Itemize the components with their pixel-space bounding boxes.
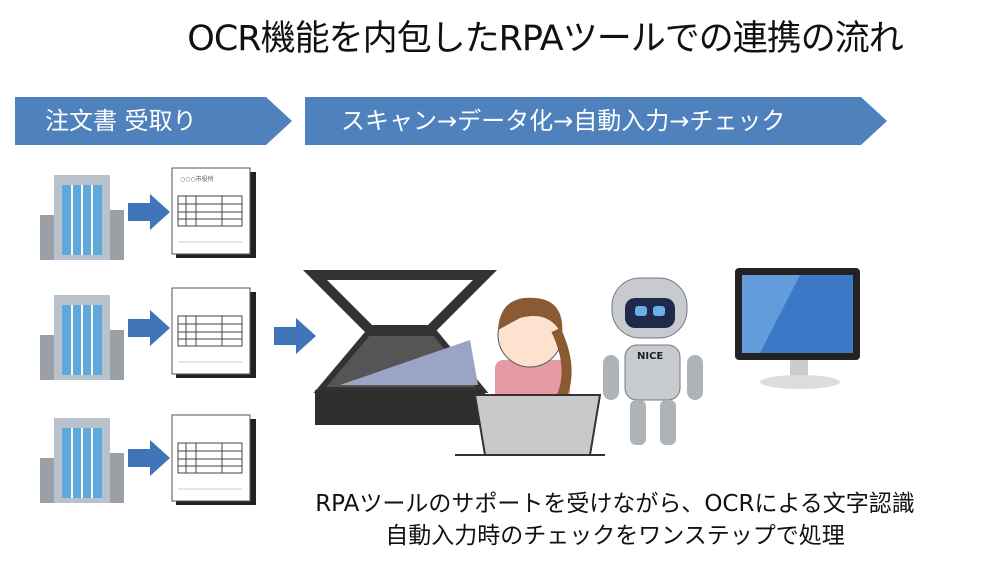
arrow-icon (128, 194, 170, 230)
company-row-1 (39, 167, 257, 261)
building-icon (39, 417, 125, 504)
step-scan-process: スキャン→データ化→自動入力→チェック (305, 97, 887, 145)
step-receive-orders: 注文書 受取り (15, 97, 292, 145)
robot-icon (603, 277, 703, 445)
arrow-icon (128, 310, 170, 346)
building-icon (39, 174, 125, 261)
scanner-icon (302, 270, 498, 425)
arrow-icon (274, 318, 316, 354)
operator-woman-icon (455, 297, 605, 456)
building-icon (39, 294, 125, 381)
document-icon (171, 287, 257, 379)
page-title: OCR機能を内包したRPAツールでの連携の流れ (187, 19, 903, 59)
monitor-icon (735, 268, 860, 389)
robot-label: NICE (637, 351, 664, 362)
caption-line-1: RPAツールのサポートを受けながら、OCRによる文字認識 (315, 491, 915, 517)
document-header: ○○○市役所 (180, 176, 214, 183)
caption-line-2: 自動入力時のチェックをワンステップで処理 (385, 523, 845, 549)
arrow-icon (128, 440, 170, 476)
